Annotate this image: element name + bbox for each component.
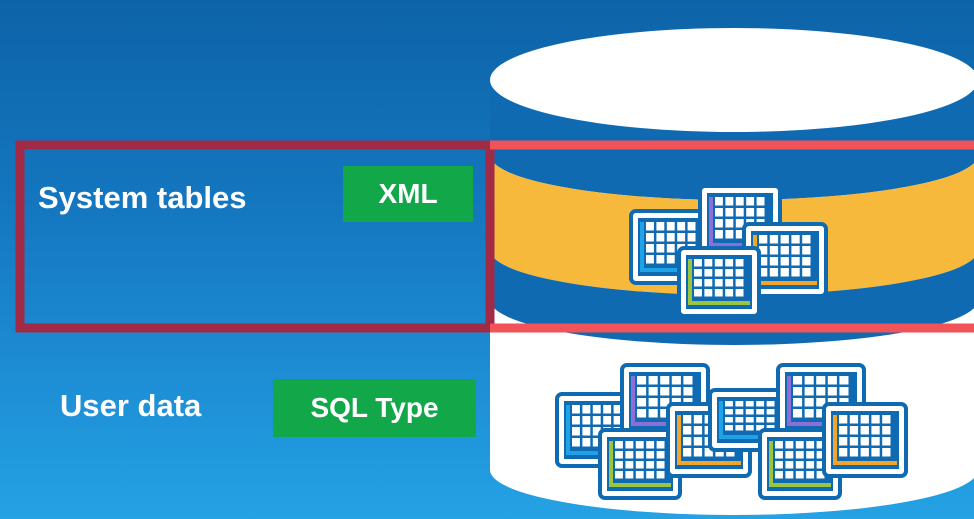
table-grid-icon: [598, 428, 682, 500]
user-data-label: User data: [60, 388, 202, 423]
table-grid-icon: [822, 402, 908, 478]
system-tables-label: System tables: [38, 180, 247, 215]
table-grid-icon: [677, 246, 761, 318]
xml-format-badge: XML: [343, 166, 473, 222]
user-table-icons: [555, 363, 908, 500]
system-table-icons: [629, 184, 828, 318]
cylinder-top: [490, 28, 974, 132]
table-grid-icon: [708, 388, 792, 452]
sql-type-format-badge: SQL Type: [273, 379, 476, 437]
